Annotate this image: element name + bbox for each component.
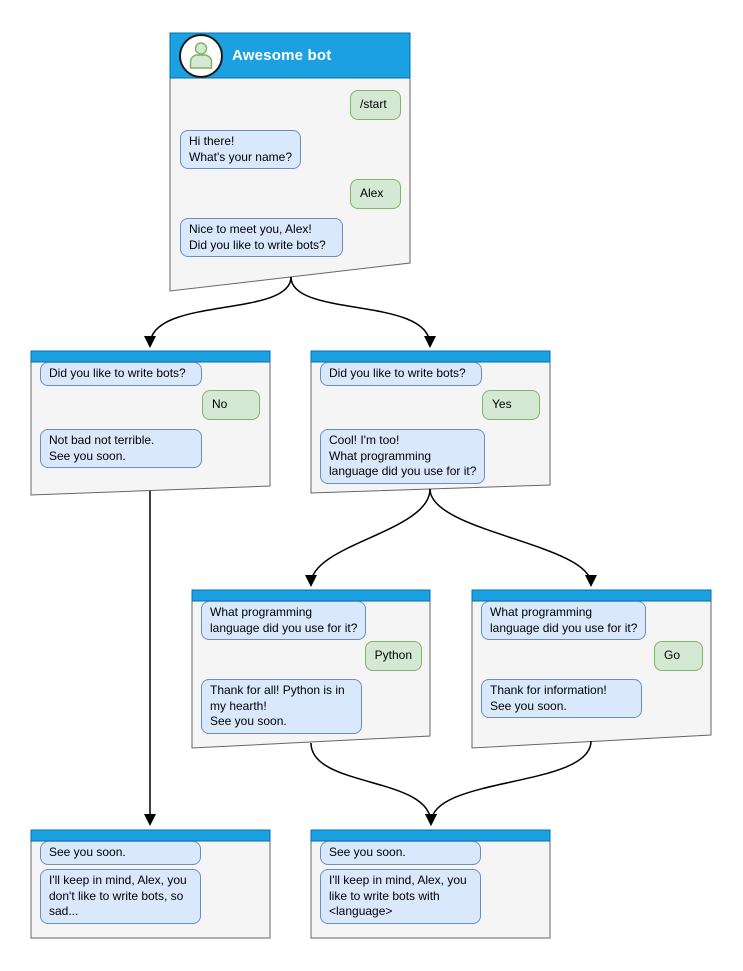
bot-avatar-icon — [189, 42, 213, 69]
message-bubble-user[interactable]: No — [202, 390, 260, 420]
edge-branch-yes-to-python[interactable] — [305, 488, 431, 587]
message-bubble-bot[interactable]: Did you like to write bots? — [40, 362, 202, 386]
message-bubble-bot[interactable]: Not bad not terrible. See you soon. — [40, 429, 202, 469]
bot-window-title: Awesome bot — [232, 47, 332, 64]
message-bubble-user[interactable]: Python — [364, 641, 422, 671]
message-bubble-user[interactable]: /start — [350, 90, 401, 120]
node-go-header[interactable] — [471, 589, 712, 602]
edge-start-to-branch-yes[interactable] — [290, 276, 436, 348]
edge-python-to-final-yes[interactable] — [310, 742, 437, 826]
message-bubble-user[interactable]: Alex — [350, 179, 401, 209]
message-bubble-bot[interactable]: Hi there! What's your name? — [180, 130, 302, 170]
message-bubble-bot[interactable]: Cool! I'm too! What programming language… — [320, 429, 486, 484]
message-bubble-bot[interactable]: I'll keep in mind, Alex, you don't like … — [40, 869, 201, 924]
message-bubble-bot[interactable]: I'll keep in mind, Alex, you like to wri… — [320, 869, 481, 924]
node-final-yes-header[interactable] — [310, 829, 551, 842]
edge-branch-yes-to-go[interactable] — [429, 488, 597, 587]
node-branch-no-header[interactable] — [30, 350, 271, 363]
edge-start-to-branch-no[interactable] — [144, 276, 292, 348]
message-bubble-bot[interactable]: What programming language did you use fo… — [201, 601, 367, 641]
message-bubble-bot[interactable]: See you soon. — [40, 841, 201, 865]
message-bubble-bot[interactable]: See you soon. — [320, 841, 481, 865]
message-bubble-bot[interactable]: Did you like to write bots? — [320, 362, 482, 386]
message-bubble-user[interactable]: Yes — [482, 390, 540, 420]
node-branch-yes-header[interactable] — [310, 350, 551, 363]
message-bubble-bot[interactable]: Thank for information! See you soon. — [481, 679, 642, 719]
node-python-header[interactable] — [191, 589, 431, 602]
node-final-no-header[interactable] — [30, 829, 271, 842]
message-bubble-bot[interactable]: Nice to meet you, Alex! Did you like to … — [180, 218, 343, 258]
message-bubble-bot[interactable]: What programming language did you use fo… — [481, 601, 647, 641]
message-bubble-bot[interactable]: Thank for all! Python is in my hearth! S… — [201, 679, 362, 734]
message-bubble-user[interactable]: Go — [654, 641, 703, 671]
edge-go-to-final-yes[interactable] — [425, 740, 592, 826]
